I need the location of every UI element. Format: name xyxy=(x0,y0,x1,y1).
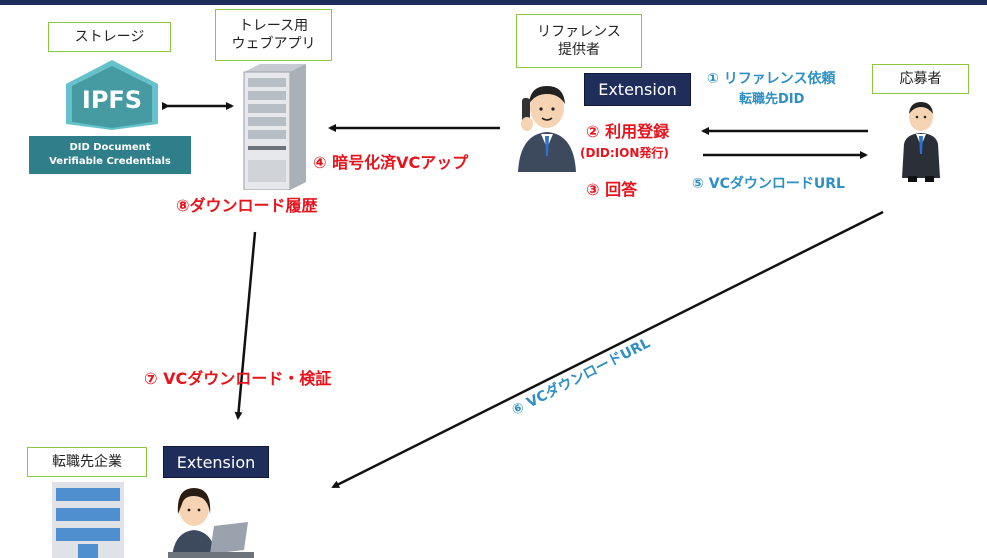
reference-provider-label: リファレンス 提供者 xyxy=(516,14,642,68)
ipfs-logo-icon: IPFS xyxy=(66,60,158,130)
server-icon xyxy=(243,64,306,190)
applicant-label: 応募者 xyxy=(872,64,969,94)
step-2-label: ② 利用登録 xyxy=(586,122,670,141)
step-3-label: ③ 回答 xyxy=(586,180,638,199)
step-4-label: ④ 暗号化済VCアップ xyxy=(313,153,469,172)
step-5-label: ⑤ VCダウンロードURL xyxy=(692,176,845,192)
extension-badge-company: Extension xyxy=(163,446,269,478)
reference-provider-icon xyxy=(518,86,576,172)
step-1-label: ① リファレンス依頼 転職先DID xyxy=(707,71,836,107)
ipfs-caption: DID Document Verifiable Credentials xyxy=(29,136,191,174)
applicant-icon xyxy=(902,102,940,182)
step-7-label: ⑦ VCダウンロード・検証 xyxy=(144,369,332,388)
step-8-label: ⑧ダウンロード履歴 xyxy=(176,196,318,215)
trace-webapp-label: トレース用 ウェブアプリ xyxy=(215,9,332,61)
arrow-download xyxy=(234,231,257,420)
company-building-icon xyxy=(52,482,124,558)
step-2-sublabel: (DID:ION発行) xyxy=(580,146,669,160)
arrow-url-share xyxy=(331,210,884,489)
ipfs-logo-text: IPFS xyxy=(82,86,142,114)
extension-badge-provider: Extension xyxy=(584,73,691,106)
company-label: 転職先企業 xyxy=(27,447,147,477)
storage-label: ストレージ xyxy=(48,22,171,52)
company-staff-icon xyxy=(168,488,254,558)
header-bar xyxy=(0,0,987,5)
